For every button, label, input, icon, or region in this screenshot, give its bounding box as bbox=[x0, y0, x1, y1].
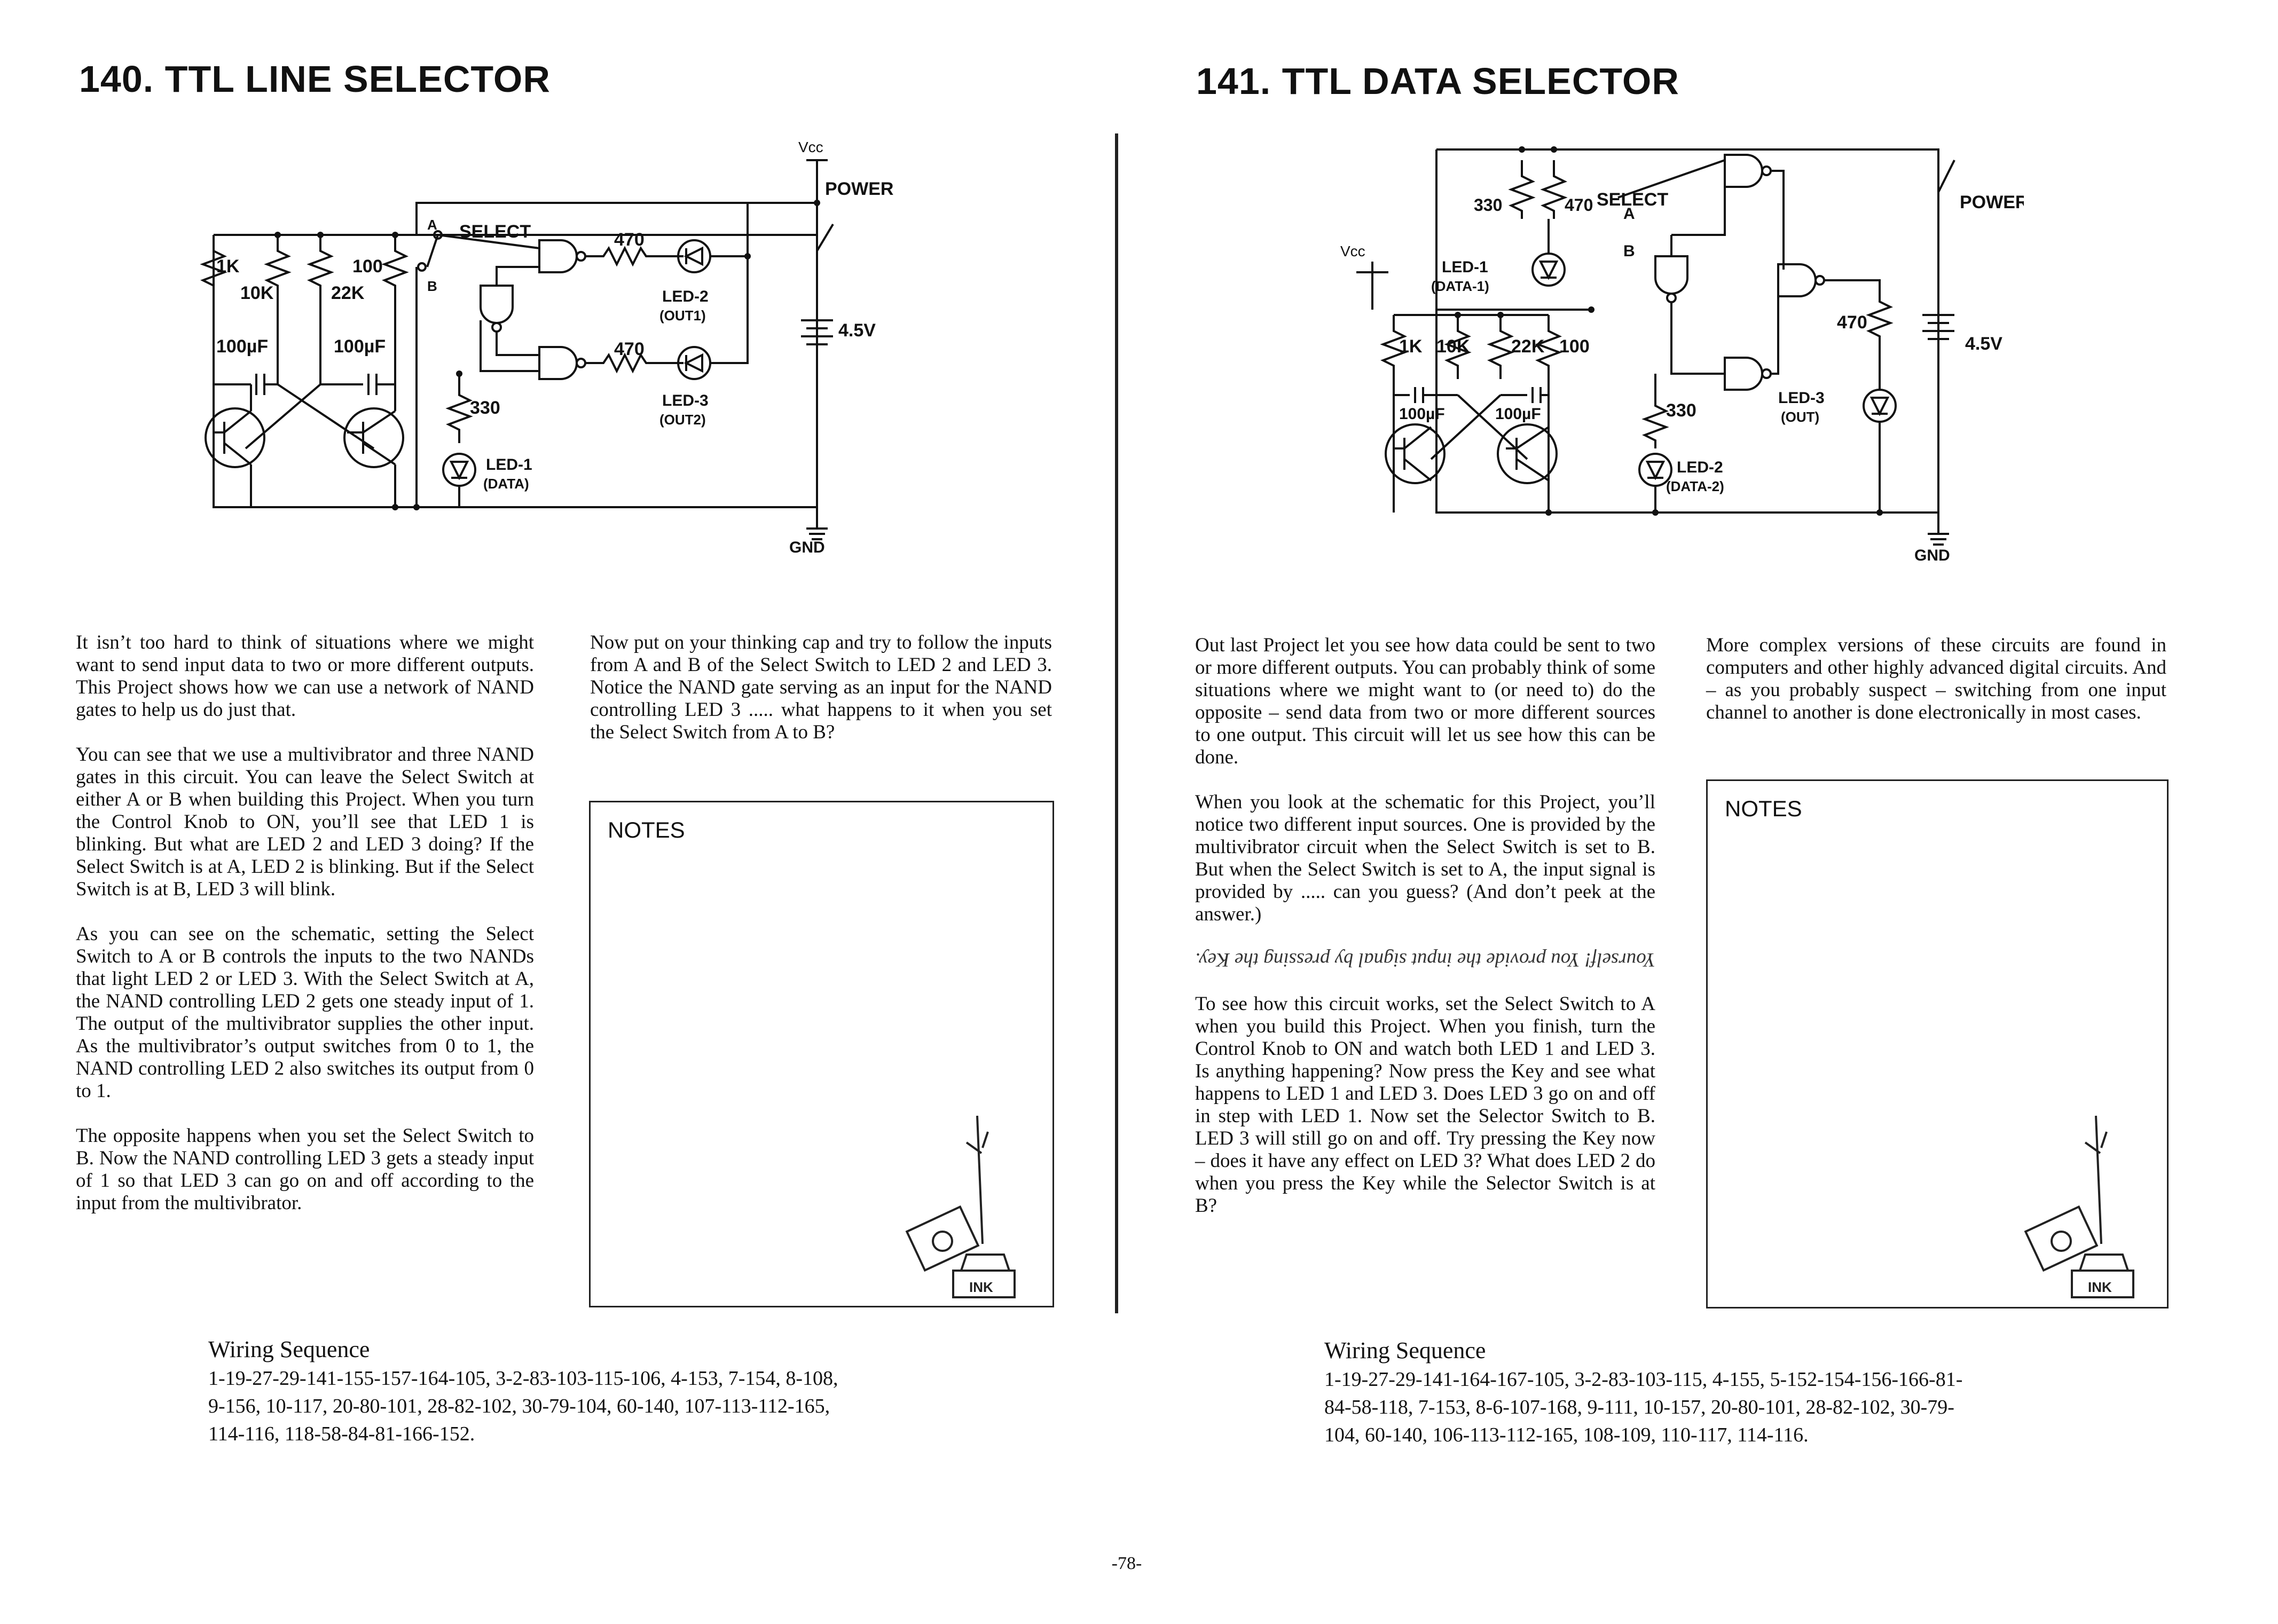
ink-mascot-icon: INK bbox=[2024, 1115, 2134, 1298]
r-22k-label: 22K bbox=[1511, 336, 1545, 357]
wiring-line: 104, 60-140, 106-113-112-165, 108-109, 1… bbox=[1324, 1424, 1809, 1446]
wiring-sequence-right: Wiring Sequence 1-19-27-29-141-164-167-1… bbox=[1324, 1336, 2072, 1449]
c2-label: 100µF bbox=[334, 336, 386, 357]
led2-sub-label: (OUT1) bbox=[659, 308, 706, 324]
led1-sub-label: (DATA-1) bbox=[1431, 278, 1489, 294]
led3-sub-label: (OUT2) bbox=[659, 412, 706, 428]
answer-text: Yourself! You provide the input signal b… bbox=[1195, 949, 1655, 971]
led3-label: LED-3 bbox=[1778, 389, 1825, 407]
r-10k-label: 10K bbox=[1436, 336, 1470, 357]
paragraph: Now put on your thinking cap and try to … bbox=[590, 632, 1052, 743]
left-text-column-1: It isn’t too hard to think of situations… bbox=[76, 632, 534, 1237]
led1-label: LED-1 bbox=[1442, 258, 1488, 276]
right-text-column-1: Out last Project let you see how data co… bbox=[1195, 634, 1655, 1240]
led1-sub-label: (DATA) bbox=[483, 476, 529, 492]
vcc-label: Vcc bbox=[1340, 243, 1365, 259]
paragraph: More complex versions of these circuits … bbox=[1706, 634, 2166, 723]
paragraph: To see how this circuit works, set the S… bbox=[1195, 993, 1655, 1217]
paragraph: When you look at the schematic for this … bbox=[1195, 791, 1655, 925]
notes-label: NOTES bbox=[1725, 796, 1802, 821]
notes-box: NOTES bbox=[589, 801, 1054, 1307]
power-label: POWER bbox=[825, 179, 893, 199]
switch-b-label: B bbox=[1623, 242, 1635, 260]
r-330-top-label: 330 bbox=[1474, 195, 1502, 215]
svg-text:INK: INK bbox=[969, 1279, 993, 1295]
page-number: -78- bbox=[1111, 1554, 1142, 1573]
switch-b-label: B bbox=[427, 278, 437, 294]
c2-label: 100µF bbox=[1495, 405, 1541, 423]
r-100-label: 100 bbox=[1559, 336, 1590, 357]
wiring-line: 114-116, 118-58-84-81-166-152. bbox=[208, 1423, 475, 1445]
r-470-a-label: 470 bbox=[614, 230, 645, 250]
wiring-line: 9-156, 10-117, 20-80-101, 28-82-102, 30-… bbox=[208, 1395, 830, 1417]
schematic-line-selector: SELECT POWER Vcc GND 4.5V 1K 10K 100 22K… bbox=[200, 139, 893, 556]
r-1k-label: 1K bbox=[216, 256, 240, 277]
wiring-line: 84-58-118, 7-153, 8-6-107-168, 9-111, 10… bbox=[1324, 1396, 1954, 1418]
r-470-b-label: 470 bbox=[614, 339, 645, 359]
paragraph: The opposite happens when you set the Se… bbox=[76, 1125, 534, 1214]
r-1k-label: 1K bbox=[1399, 336, 1423, 357]
select-label: SELECT bbox=[459, 222, 531, 242]
r-100-label: 100 bbox=[352, 256, 383, 277]
r-22k-label: 22K bbox=[331, 283, 365, 303]
notes-box: NOTES bbox=[1706, 779, 2169, 1308]
wiring-sequence-left: Wiring Sequence 1-19-27-29-141-155-157-1… bbox=[208, 1335, 956, 1448]
led2-label: LED-2 bbox=[662, 288, 709, 305]
svg-text:INK: INK bbox=[2088, 1279, 2112, 1295]
wiring-title: Wiring Sequence bbox=[208, 1336, 370, 1362]
page-title-141: 141. TTL DATA SELECTOR bbox=[1196, 60, 1679, 102]
notes-label: NOTES bbox=[608, 817, 685, 842]
paragraph: You can see that we use a multivibrator … bbox=[76, 744, 534, 900]
led2-sub-label: (DATA-2) bbox=[1666, 478, 1724, 494]
r-330-led2-label: 330 bbox=[1666, 400, 1696, 421]
gnd-label: GND bbox=[1914, 547, 1950, 564]
upside-down-answer: Yourself! You provide the input signal b… bbox=[1195, 948, 1655, 971]
c1-label: 100µF bbox=[1399, 405, 1445, 423]
schematic-data-selector: SELECT POWER Vcc GND 4.5V 330 470 LED-1 … bbox=[1340, 146, 2024, 564]
page-title-140: 140. TTL LINE SELECTOR bbox=[79, 58, 551, 100]
paragraph: As you can see on the schematic, setting… bbox=[76, 923, 534, 1102]
r-470-top-label: 470 bbox=[1565, 195, 1593, 215]
power-label: POWER bbox=[1960, 192, 2024, 212]
r-470-out-label: 470 bbox=[1837, 312, 1867, 333]
wiring-line: 1-19-27-29-141-155-157-164-105, 3-2-83-1… bbox=[208, 1367, 838, 1390]
c1-label: 100µF bbox=[216, 336, 268, 357]
battery-label: 4.5V bbox=[838, 320, 876, 341]
led3-sub-label: (OUT) bbox=[1781, 409, 1819, 425]
switch-a-label: A bbox=[427, 217, 437, 233]
switch-a-label: A bbox=[1623, 205, 1635, 223]
gnd-label: GND bbox=[789, 539, 825, 556]
led2-label: LED-2 bbox=[1677, 459, 1723, 476]
led1-label: LED-1 bbox=[486, 456, 532, 474]
paragraph: Out last Project let you see how data co… bbox=[1195, 634, 1655, 768]
left-text-column-2: Now put on your thinking cap and try to … bbox=[590, 632, 1052, 766]
r-330-label: 330 bbox=[470, 398, 500, 418]
vcc-label: Vcc bbox=[798, 139, 823, 155]
wiring-title: Wiring Sequence bbox=[1324, 1337, 1486, 1363]
led3-label: LED-3 bbox=[662, 392, 709, 409]
ink-mascot-icon: INK bbox=[905, 1115, 1016, 1298]
paragraph: It isn’t too hard to think of situations… bbox=[76, 632, 534, 721]
battery-label: 4.5V bbox=[1965, 334, 2002, 354]
wiring-line: 1-19-27-29-141-164-167-105, 3-2-83-103-1… bbox=[1324, 1368, 1963, 1391]
right-text-column-2: More complex versions of these circuits … bbox=[1706, 634, 2166, 746]
r-10k-label: 10K bbox=[240, 283, 274, 303]
select-label: SELECT bbox=[1597, 190, 1668, 210]
page-divider bbox=[1115, 133, 1118, 1313]
